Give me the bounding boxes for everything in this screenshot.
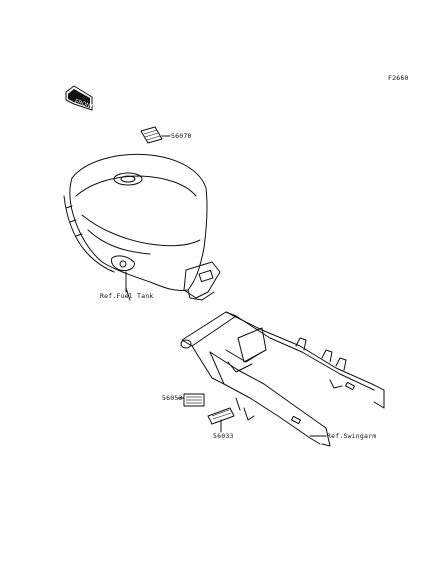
figure-code: F2660 (388, 74, 409, 82)
label-56053-callout: 56053 (162, 394, 183, 402)
fuel-tank-ref-callout: Ref.Fuel Tank (100, 292, 154, 300)
label-56033-callout: 56033 (213, 432, 234, 440)
label-56033-shape (207, 407, 235, 433)
swingarm-ref-callout: Ref.Swingarm (327, 432, 377, 440)
swingarm-drawing (180, 311, 385, 447)
label-56053-shape (177, 393, 205, 407)
label-56070-shape (140, 126, 171, 144)
front-direction-badge: FRONT (65, 85, 94, 111)
front-badge-text: FRONT (74, 99, 94, 111)
label-56070-callout: 56070 (171, 132, 192, 140)
fuel-tank-drawing (63, 153, 221, 301)
